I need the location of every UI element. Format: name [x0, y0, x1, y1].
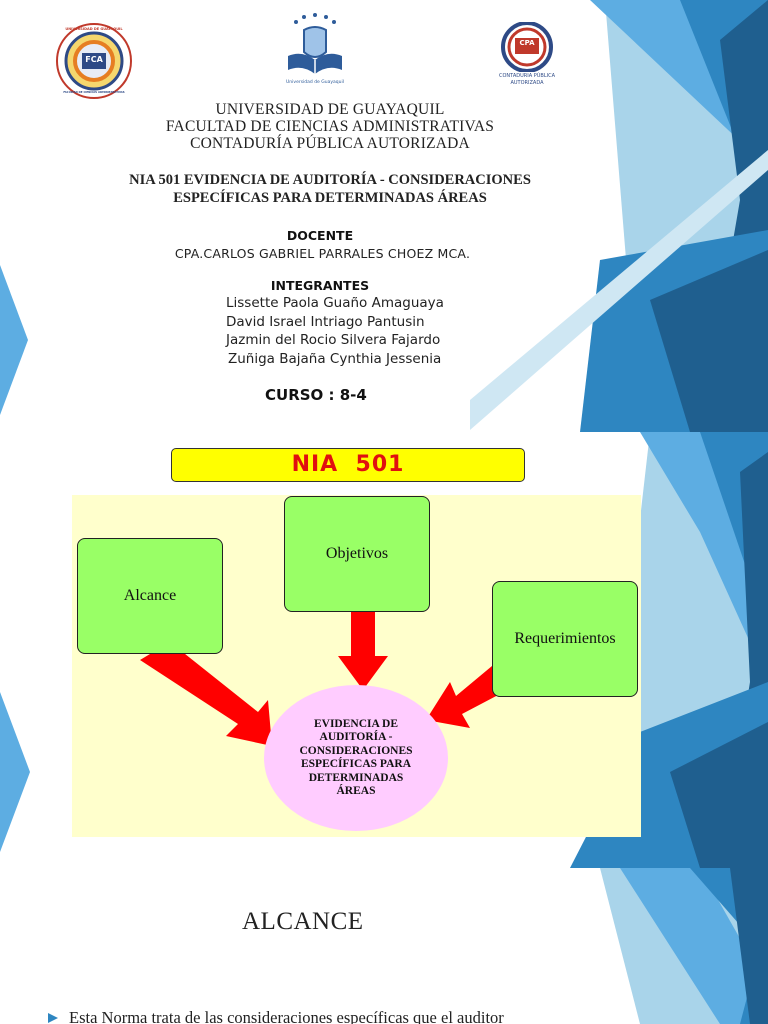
- docente-label: DOCENTE: [286, 228, 354, 243]
- center-ellipse: EVIDENCIA DE AUDITORÍA - CONSIDERACIONES…: [264, 685, 448, 831]
- cpa-seal-label: CPA: [519, 39, 535, 47]
- member-2: David Israel Intriago Pantusin: [226, 314, 425, 330]
- center-line-2: AUDITORÍA -: [319, 731, 393, 743]
- topic-line-2: ESPECÍFICAS PARA DETERMINADAS ÁREAS: [173, 190, 487, 206]
- nia-diagram-slide: NIA 501 Alcance Objetivos Requerimientos…: [0, 432, 768, 868]
- faculty-name: FACULTAD DE CIENCIAS ADMINISTRATIVAS: [165, 118, 495, 135]
- integrantes-label: INTEGRANTES: [270, 278, 370, 293]
- arrow-objetivos: [338, 610, 388, 690]
- arrow-alcance: [140, 642, 272, 746]
- university-heading: UNIVERSIDAD DE GUAYAQUIL FACULTAD DE CIE…: [0, 101, 660, 152]
- alcance-label: Alcance: [123, 587, 177, 604]
- member-3: Jazmin del Rocio Silvera Fajardo: [226, 332, 441, 348]
- arrow-requerimientos: [426, 666, 500, 728]
- topic-line-1: NIA 501 EVIDENCIA DE AUDITORÍA - CONSIDE…: [129, 172, 531, 188]
- requerimientos-box: Requerimientos: [492, 581, 638, 697]
- objetivos-box: Objetivos: [284, 496, 430, 612]
- alcance-slide: ALCANCE Esta Norma trata de las consider…: [0, 868, 768, 1024]
- nia-501-banner: NIA 501: [171, 448, 525, 482]
- fca-seal-icon: [56, 23, 132, 99]
- course-label: CURSO : 8-4: [265, 386, 367, 404]
- objetivos-label: Objetivos: [325, 545, 389, 562]
- fca-seal-ring-top: UNIVERSIDAD DE GUAYAQUIL: [65, 27, 123, 31]
- blue-facet-decoration: [0, 432, 768, 868]
- title-slide: FCA UNIVERSIDAD DE GUAYAQUIL FACULTAD DE…: [0, 0, 768, 432]
- center-line-1: EVIDENCIA DE: [313, 717, 399, 730]
- center-line-5: DETERMINADAS: [308, 771, 404, 784]
- diagram-arrows: [140, 610, 500, 746]
- blue-facet-decoration: [0, 0, 768, 432]
- bullet-text: Esta Norma trata de las consideraciones …: [69, 1008, 504, 1024]
- cpa-seal-icon: [501, 22, 553, 72]
- center-line-3: CONSIDERACIONES: [299, 744, 413, 757]
- career-name: CONTADURÍA PÚBLICA AUTORIZADA: [190, 135, 470, 152]
- blue-facet-decoration: [600, 868, 768, 1024]
- requerimientos-label: Requerimientos: [514, 630, 616, 647]
- cpa-caption-line1: CONTADURIA PÚBLICA: [499, 73, 555, 79]
- member-1: Lissette Paola Guaño Amaguaya: [226, 295, 444, 311]
- center-line-4: ESPECÍFICAS PARA: [300, 758, 411, 770]
- triangle-bullet-icon: [48, 1013, 58, 1023]
- university-name: UNIVERSIDAD DE GUAYAQUIL: [215, 101, 445, 118]
- fca-seal-label: FCA: [85, 55, 103, 64]
- cpa-caption-line2: AUTORIZADA: [510, 80, 544, 86]
- member-4: Zuñiga Bajaña Cynthia Jessenia: [228, 351, 442, 367]
- fca-seal-ring-bottom: FACULTAD DE CIENCIAS ADMINISTRATIVAS: [63, 91, 125, 94]
- center-ellipse-text: EVIDENCIA DE AUDITORÍA - CONSIDERACIONES…: [286, 718, 426, 799]
- university-crest-icon: [288, 13, 342, 74]
- center-line-6: ÁREAS: [336, 785, 376, 797]
- university-crest-caption: Universidad de Guayaquil: [286, 80, 344, 85]
- presentation-topic: NIA 501 EVIDENCIA DE AUDITORÍA - CONSIDE…: [0, 171, 660, 207]
- slide-title: ALCANCE: [242, 908, 364, 935]
- alcance-box: Alcance: [77, 538, 223, 654]
- docente-name: CPA.CARLOS GABRIEL PARRALES CHOEZ MCA.: [174, 246, 471, 261]
- bullet-item: Esta Norma trata de las consideraciones …: [47, 1008, 607, 1024]
